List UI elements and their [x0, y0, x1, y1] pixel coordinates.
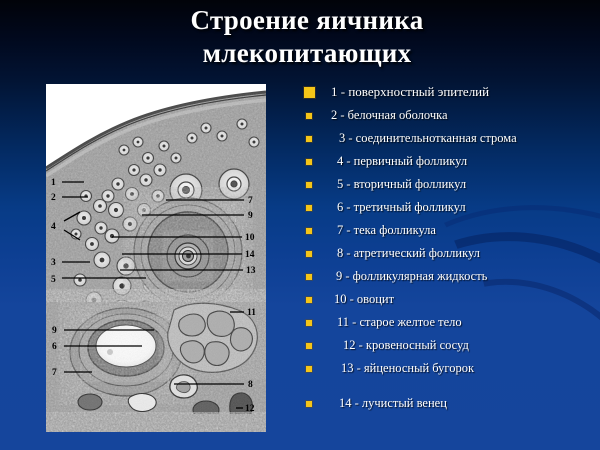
legend-item-label: 12 - кровеносный сосуд — [343, 338, 469, 352]
bullet-square-icon — [306, 297, 312, 303]
legend-item-label: 6 - третичный фолликул — [337, 200, 466, 214]
legend-item-label: 3 - соединительнотканная строма — [339, 131, 517, 145]
bullet-square-icon — [306, 401, 312, 407]
callout-12: 12 — [245, 404, 255, 414]
page-title: Строение яичника млекопитающих — [92, 4, 522, 70]
callout-7-bottom: 7 — [52, 368, 57, 378]
micrograph-panel: 1 2 4 3 5 7 9 10 14 13 11 9 6 7 8 12 — [46, 84, 266, 432]
legend-item-7: 7 - тека фолликула — [303, 222, 595, 245]
callout-14: 14 — [245, 250, 255, 260]
bullet-square-icon — [306, 159, 312, 165]
legend-item-10: 10 - овоцит — [303, 291, 595, 314]
legend-item-label: 10 - овоцит — [334, 292, 395, 306]
bullet-square-icon — [306, 251, 312, 257]
bullet-square-icon — [306, 274, 312, 280]
page-title-line-2: млекопитающих — [202, 38, 412, 68]
legend-item-13: 13 - яйценосный бугорок — [303, 360, 595, 383]
page-title-line-1: Строение яичника — [190, 5, 424, 35]
legend-item-label: 5 - вторичный фолликул — [337, 177, 467, 191]
legend-item-label: 2 - белочная оболочка — [331, 108, 448, 122]
legend-item-label: 7 - тека фолликула — [337, 223, 436, 237]
callout-1: 1 — [51, 178, 56, 188]
bullet-square-icon — [306, 182, 312, 188]
bullet-square-icon — [306, 205, 312, 211]
legend-item-label: 8 - атретический фолликул — [337, 246, 480, 260]
callout-2: 2 — [51, 193, 56, 203]
legend-item-14: 14 - лучистый венец — [303, 395, 595, 418]
legend-item-8: 8 - атретический фолликул — [303, 245, 595, 268]
callout-8: 8 — [248, 380, 253, 390]
bullet-square-icon — [306, 113, 312, 119]
callout-9-top: 9 — [248, 211, 253, 221]
legend-list: 1 - поверхностный эпителий 2 - белочная … — [303, 84, 595, 418]
bullet-square-icon — [306, 228, 312, 234]
legend-item-label: 14 - лучистый венец — [339, 396, 447, 410]
legend-item-6: 6 - третичный фолликул — [303, 199, 595, 222]
bullet-square-icon — [304, 87, 315, 98]
callout-3: 3 — [51, 258, 56, 268]
bullet-square-icon — [306, 136, 312, 142]
legend-item-9: 9 - фолликулярная жидкость — [303, 268, 595, 291]
callout-11: 11 — [247, 308, 256, 318]
callout-6: 6 — [52, 342, 57, 352]
legend-item-3: 3 - соединительнотканная строма — [303, 130, 595, 153]
legend-item-11: 11 - старое желтое тело — [303, 314, 595, 337]
callout-13: 13 — [246, 266, 256, 276]
bullet-square-icon — [306, 343, 312, 349]
callout-5: 5 — [51, 275, 56, 285]
bullet-square-icon — [306, 366, 312, 372]
legend-item-label: 11 - старое желтое тело — [337, 315, 462, 329]
callout-10: 10 — [245, 233, 255, 243]
legend-item-2: 2 - белочная оболочка — [303, 107, 595, 130]
callout-9-bottom: 9 — [52, 326, 57, 336]
legend-item-label: 4 - первичный фолликул — [337, 154, 468, 168]
legend-item-5: 5 - вторичный фолликул — [303, 176, 595, 199]
legend-item-label: 9 - фолликулярная жидкость — [336, 269, 488, 283]
legend-item-1: 1 - поверхностный эпителий — [303, 84, 595, 107]
callout-4: 4 — [51, 222, 56, 232]
callout-7-top: 7 — [248, 196, 253, 206]
legend-item-12: 12 - кровеносный сосуд — [303, 337, 595, 360]
ovary-micrograph: 1 2 4 3 5 7 9 10 14 13 11 9 6 7 8 12 — [46, 84, 266, 432]
bullet-square-icon — [306, 320, 312, 326]
legend-item-4: 4 - первичный фолликул — [303, 153, 595, 176]
legend-item-label: 1 - поверхностный эпителий — [331, 84, 490, 99]
legend-item-label: 13 - яйценосный бугорок — [341, 361, 475, 375]
